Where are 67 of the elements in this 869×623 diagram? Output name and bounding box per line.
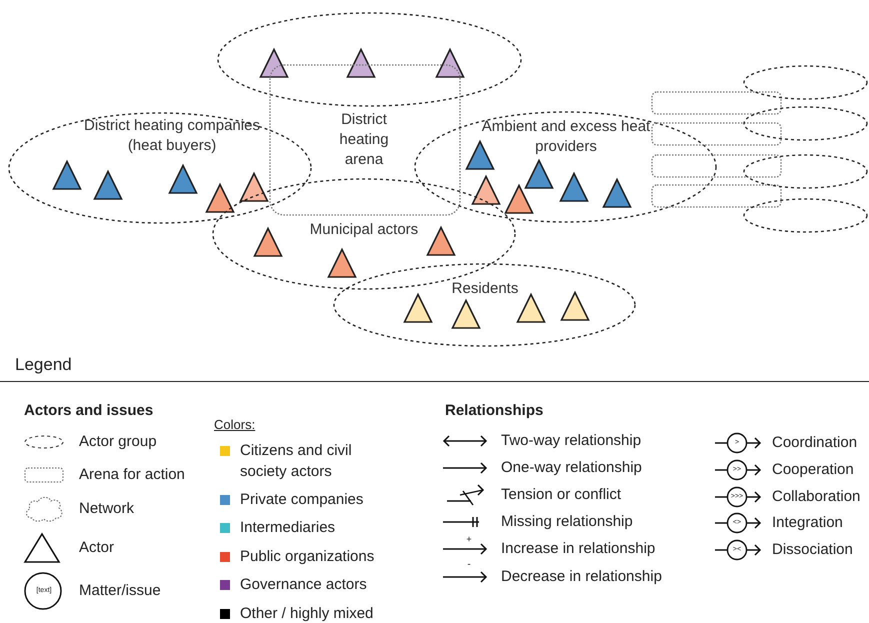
legend-text: Missing relationship	[501, 512, 633, 532]
actor-triangle	[253, 227, 283, 257]
actor-triangle	[451, 299, 481, 329]
actor-group-ellipse	[743, 198, 868, 233]
actor-triangle	[560, 291, 590, 321]
group-label: Municipal actors	[308, 220, 420, 240]
legend-text: Intermediaries	[240, 518, 336, 538]
legend-text: Network	[79, 499, 134, 519]
legend-text: Tension or conflict	[501, 485, 622, 505]
actor-triangle	[52, 160, 82, 190]
legend-text: Matter/issue	[79, 581, 161, 601]
actor-triangle	[327, 248, 357, 278]
arena-box	[651, 154, 782, 178]
section-heading: Relationships	[445, 401, 544, 420]
actor-group-ellipse	[743, 65, 868, 100]
actor-triangle	[239, 172, 269, 202]
legend-text: Two-way relationship	[501, 431, 642, 451]
actor-triangle	[516, 293, 546, 323]
actor-triangle	[403, 293, 433, 323]
legend-text: Public organizations	[240, 547, 374, 567]
actor-group-ellipse	[743, 106, 868, 141]
legend-text: Private companies	[240, 490, 364, 510]
actor-triangle	[465, 140, 495, 170]
legend-text: Dissociation	[772, 540, 853, 560]
legend-text: One-way relationship	[501, 458, 642, 478]
actor-triangle	[168, 164, 198, 194]
actor-triangle	[435, 48, 465, 78]
group-label: Residents	[450, 279, 520, 299]
arena-box	[651, 184, 782, 208]
arena-box	[651, 122, 782, 146]
legend-text: Citizens and civil society actors	[240, 441, 353, 482]
legend-text: Arena for action	[79, 465, 185, 485]
actor-triangle	[602, 178, 632, 208]
legend-text: Decrease in relationship	[501, 567, 662, 587]
arena-box	[269, 64, 461, 216]
actor-triangle	[93, 170, 123, 200]
actor-triangle	[504, 184, 534, 214]
legend-text: Other / highly mixed	[240, 604, 374, 623]
actor-triangle	[205, 183, 235, 213]
legend-text: Increase in relationship	[501, 539, 656, 559]
actor-group-ellipse	[8, 112, 312, 224]
group-label: District heating arena	[338, 110, 390, 170]
actor-triangle	[346, 48, 376, 78]
section-heading: Colors:	[214, 416, 256, 433]
actor-group-ellipse	[217, 12, 522, 107]
legend-text: Actor	[79, 538, 114, 558]
legend-text: Cooperation	[772, 460, 854, 480]
actor-triangle	[426, 226, 456, 256]
minus-sign: -	[467, 558, 471, 572]
legend-text: Integration	[772, 513, 843, 533]
section-heading: Actors and issues	[24, 401, 154, 420]
actor-triangle	[524, 159, 554, 189]
actor-group-ellipse	[414, 111, 717, 223]
actor-triangle	[471, 175, 501, 205]
legend-text: Collaboration	[772, 487, 860, 507]
legend-text: Governance actors	[240, 575, 367, 595]
heading: Legend	[15, 354, 72, 375]
actor-triangle	[559, 172, 589, 202]
legend-text: Coordination	[772, 433, 858, 453]
plus-sign: +	[466, 533, 472, 546]
legend-text: Actor group	[79, 432, 157, 452]
arena-box	[651, 91, 782, 115]
actor-triangle	[259, 48, 289, 78]
actor-group-ellipse	[743, 154, 868, 189]
group-label: District heating companies (heat buyers)	[83, 116, 261, 156]
actor-group-ellipse	[333, 263, 636, 347]
group-label: Ambient and excess heat providers	[481, 117, 651, 157]
